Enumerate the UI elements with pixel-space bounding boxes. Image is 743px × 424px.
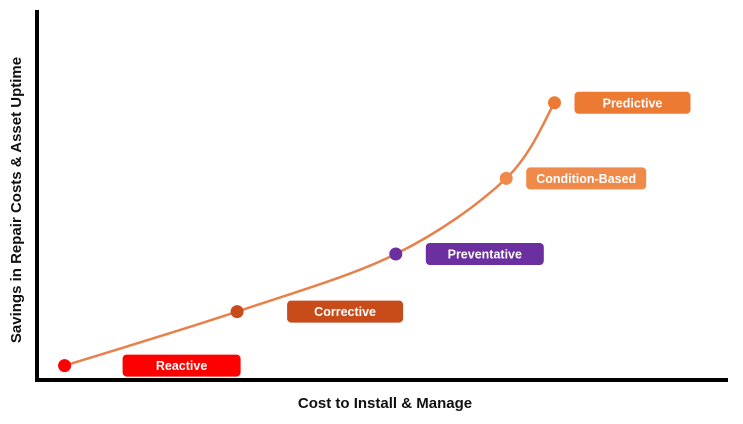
label-pill-reactive (122, 354, 241, 377)
data-point-reactive (58, 359, 72, 373)
trend-line (64, 102, 556, 367)
data-point-condition-based (499, 171, 513, 185)
x-axis-label: Cost to Install & Manage (298, 395, 472, 412)
chart-marks: Reactive Corrective Preventative Condition-… (58, 91, 691, 377)
data-point-preventative (389, 247, 403, 261)
label-pill-corrective (287, 300, 404, 323)
label-pill-predictive (574, 91, 691, 114)
data-point-predictive (548, 96, 561, 110)
label-pill-preventative (425, 243, 544, 265)
data-label-preventative: Preventative (448, 248, 522, 262)
data-label-reactive: Reactive (156, 359, 207, 373)
data-point-corrective (230, 305, 244, 319)
label-pill-condition-based (526, 167, 647, 190)
data-label-condition-based: Condition-Based (536, 172, 636, 186)
y-axis-label: Savings in Repair Costs & Asset Uptime (8, 57, 25, 343)
data-label-corrective: Corrective (314, 305, 376, 319)
data-label-predictive: Predictive (603, 96, 663, 110)
